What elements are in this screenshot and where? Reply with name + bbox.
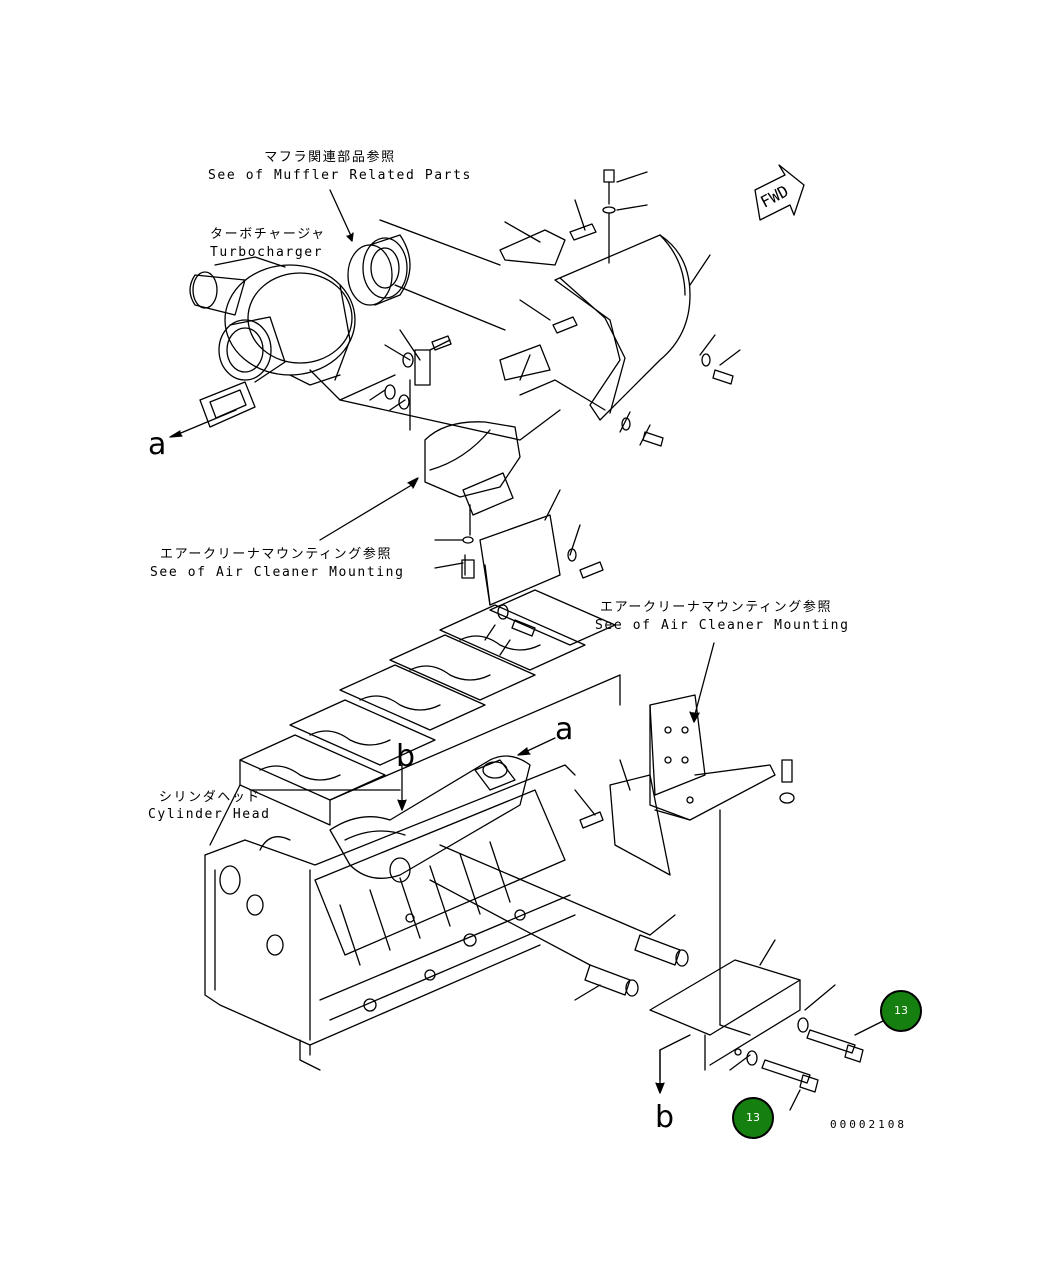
air-cleaner-label-ja-2: エアークリーナマウンティング参照 <box>600 600 833 615</box>
view-ref-a-left: a <box>148 427 167 462</box>
air-cleaner-flange-drawing <box>424 421 604 656</box>
turbocharger-label-en: Turbocharger <box>210 245 324 260</box>
bottom-plate-drawing <box>429 844 886 1111</box>
cylinder-head-drawing <box>209 589 621 879</box>
cylinder-head-label-en: Cylinder Head <box>148 807 271 822</box>
air-cleaner-label-ja-1: エアークリーナマウンティング参照 <box>160 547 393 562</box>
air-cleaner-label-en-1: See of Air Cleaner Mounting <box>150 565 405 580</box>
muffler-label-ja: マフラ関連部品参照 <box>264 150 396 165</box>
engine-block-drawing <box>204 764 576 1071</box>
view-ref-a-mid: a <box>555 712 574 747</box>
heat-shield-drawing <box>339 169 741 447</box>
muffler-label-en: See of Muffler Related Parts <box>208 168 472 183</box>
view-ref-b-mid: b <box>396 739 416 774</box>
air-cleaner-label-en-2: See of Air Cleaner Mounting <box>595 618 850 633</box>
fwd-arrow-icon <box>754 164 805 221</box>
air-cleaner-bracket-drawing <box>574 694 795 1026</box>
part-callout-13-lower[interactable]: 13 <box>732 1097 774 1139</box>
drawing-number: 00002108 <box>830 1118 907 1131</box>
leader-arrows <box>169 189 715 1094</box>
muffler-flange-drawing <box>347 219 506 331</box>
cylinder-head-label-ja: シリンダヘッド <box>158 790 262 805</box>
part-callout-13-upper[interactable]: 13 <box>880 990 922 1032</box>
turbocharger-label-ja: ターボチャージャ <box>210 227 326 242</box>
turbocharger-drawing <box>189 256 396 428</box>
view-ref-b-bottom: b <box>655 1100 675 1135</box>
